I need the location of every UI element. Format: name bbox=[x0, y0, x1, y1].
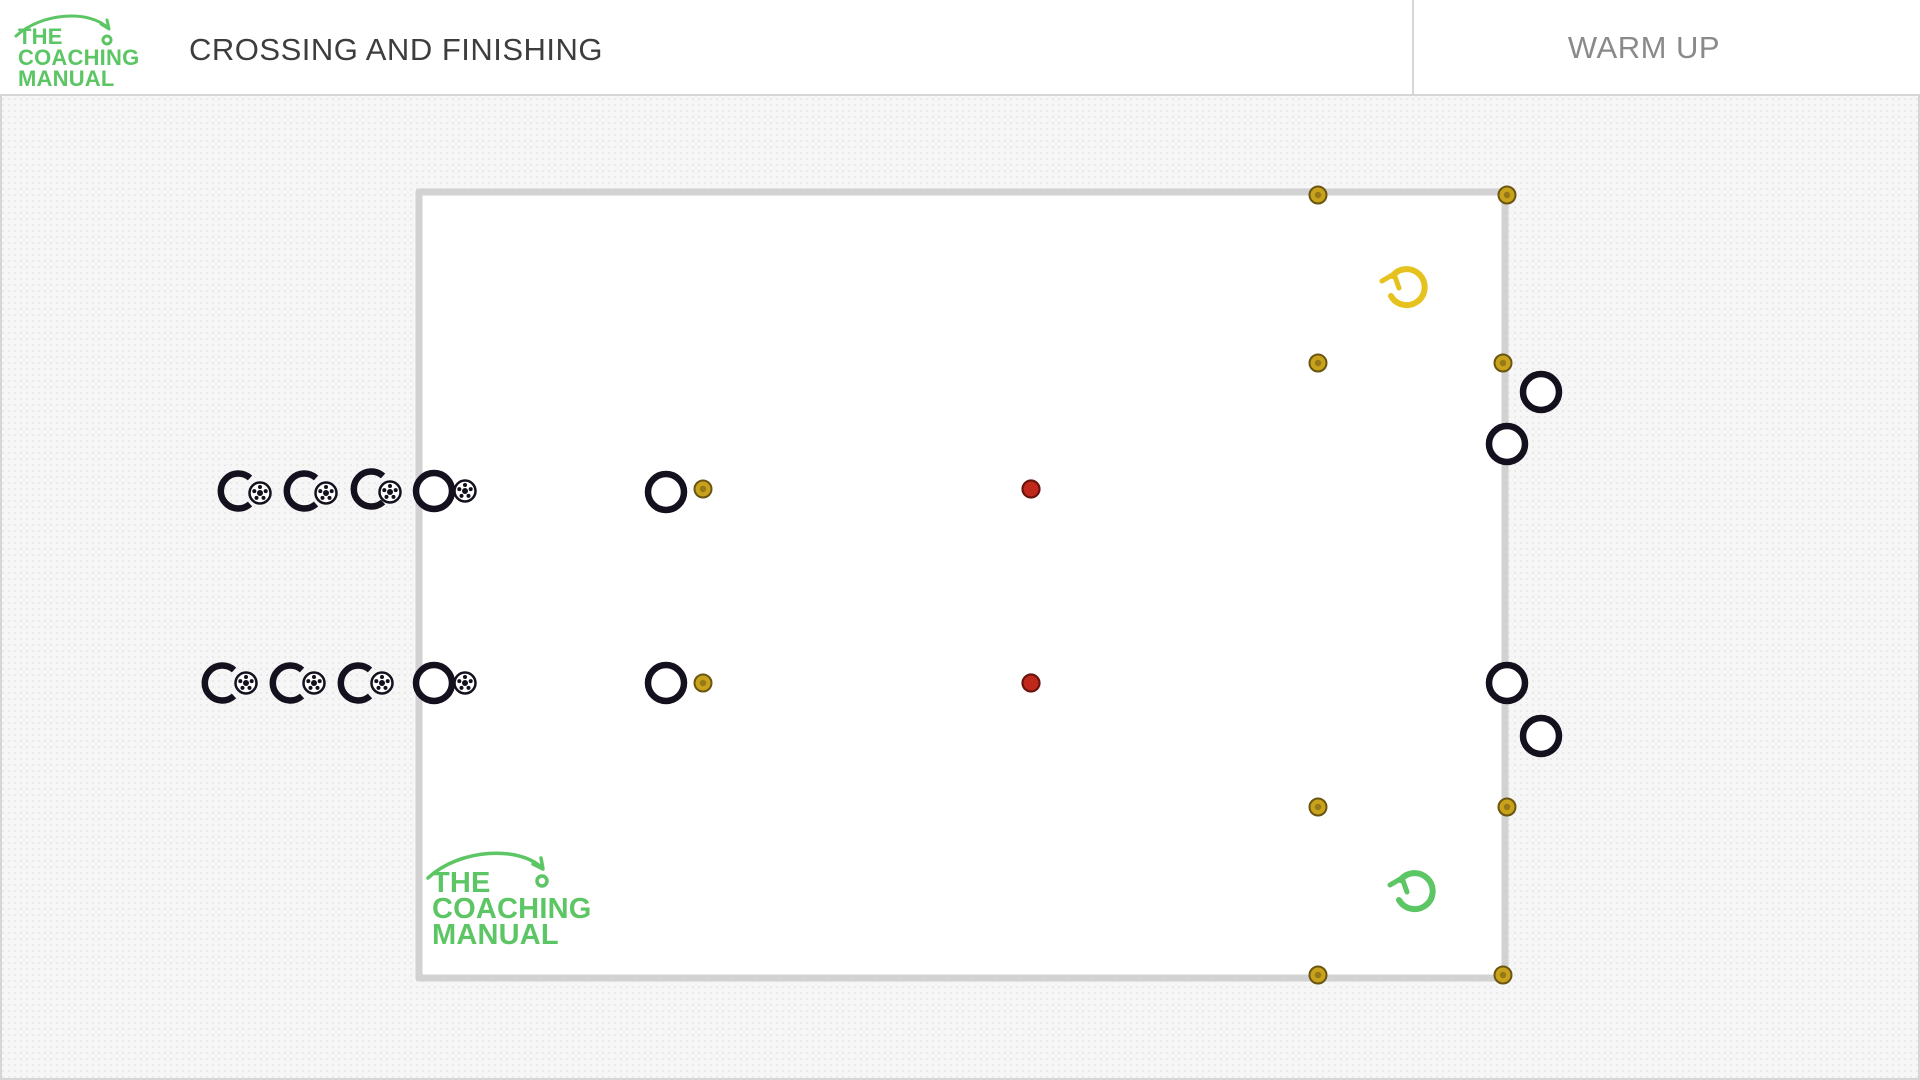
player-with-ball-icon bbox=[412, 469, 477, 513]
logo-line2: COACHING bbox=[18, 45, 140, 70]
rotation-arrow-icon bbox=[1379, 266, 1428, 309]
queue-bottom bbox=[201, 661, 477, 705]
yellow-cone-icon bbox=[1308, 797, 1328, 817]
player-with-ball-icon bbox=[412, 661, 477, 705]
passer-bottom bbox=[644, 661, 713, 705]
wide-players bbox=[1485, 370, 1563, 758]
logo-arc-icon bbox=[426, 851, 549, 888]
yellow-cone-icon bbox=[693, 673, 713, 693]
player-with-ball-icon bbox=[350, 468, 402, 510]
yellow-cone-icon bbox=[1308, 965, 1328, 985]
header-bar: THE COACHING MANUAL CROSSING AND FINISHI… bbox=[0, 0, 1920, 96]
passer-top bbox=[644, 470, 713, 514]
pitch-surface bbox=[419, 192, 1505, 978]
watermark-line2: COACHING bbox=[432, 893, 592, 925]
red-marker-icon bbox=[1021, 673, 1041, 693]
yellow-cone-icon bbox=[1497, 185, 1517, 205]
yellow-cone-icon bbox=[693, 479, 713, 499]
queue-top bbox=[217, 468, 477, 513]
watermark-logo: THE COACHING MANUAL bbox=[420, 846, 600, 951]
watermark-line1: THE bbox=[432, 867, 491, 899]
logo-arc-icon bbox=[14, 14, 113, 46]
logo-line1: THE bbox=[18, 24, 63, 49]
brand-logo: THE COACHING MANUAL bbox=[12, 10, 152, 90]
ring-player-icon bbox=[1485, 422, 1529, 466]
session-phase-label: WARM UP bbox=[1567, 30, 1721, 65]
ring-player-icon bbox=[644, 661, 688, 705]
player-with-ball-icon bbox=[269, 662, 326, 704]
ring-player-icon bbox=[1519, 370, 1563, 414]
yellow-cone-icon bbox=[1493, 965, 1513, 985]
watermark-line3: MANUAL bbox=[432, 919, 559, 951]
ring-player-icon bbox=[644, 470, 688, 514]
header-divider bbox=[1412, 0, 1414, 94]
player-with-ball-icon bbox=[337, 662, 394, 704]
logo-line3: MANUAL bbox=[18, 66, 115, 91]
rotation-arrow-icon bbox=[1387, 870, 1436, 913]
yellow-cone-icon bbox=[1493, 353, 1513, 373]
red-marker-icon bbox=[1021, 479, 1041, 499]
player-with-ball-icon bbox=[283, 470, 338, 512]
yellow-cone-icon bbox=[1497, 797, 1517, 817]
yellow-cone-icon bbox=[1308, 353, 1328, 373]
player-with-ball-icon bbox=[201, 662, 258, 704]
player-with-ball-icon bbox=[217, 470, 272, 512]
ring-player-icon bbox=[1519, 714, 1563, 758]
yellow-cone-icon bbox=[1308, 185, 1328, 205]
ring-player-icon bbox=[1485, 661, 1529, 705]
page-title: CROSSING AND FINISHING bbox=[189, 32, 604, 67]
